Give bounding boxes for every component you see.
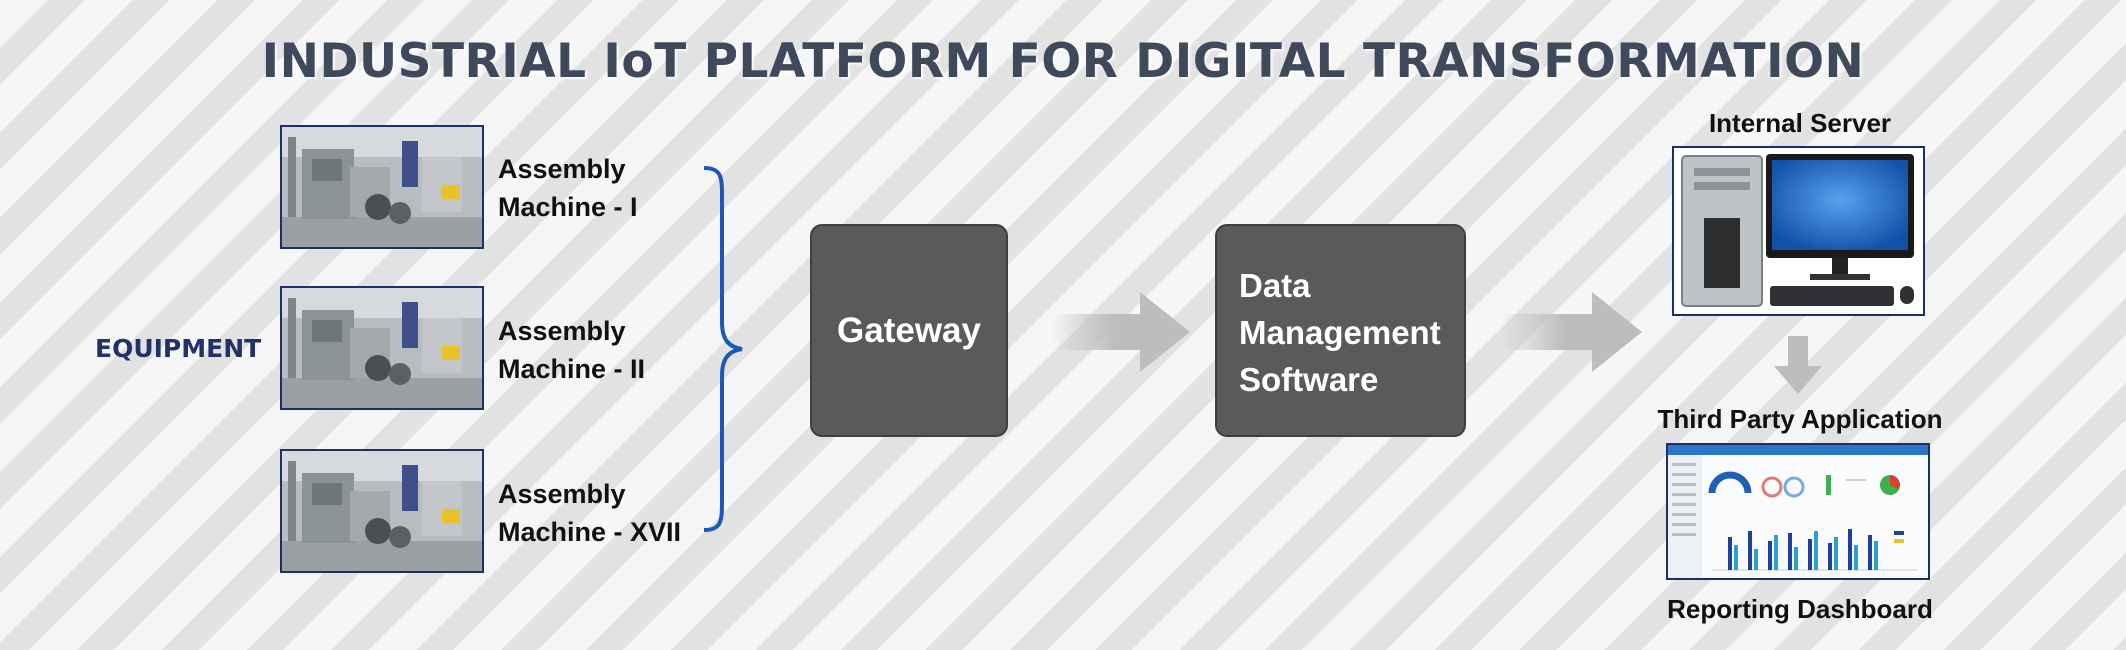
internal-server-image — [1672, 146, 1925, 316]
right-arrow-icon — [1052, 292, 1190, 372]
machine-photo-2 — [280, 286, 484, 410]
data-management-box: Data Management Software — [1215, 224, 1466, 437]
dms-label-line2: Management — [1239, 314, 1441, 351]
machine-photo-1 — [280, 125, 484, 249]
machine-label-line1: Assembly — [498, 479, 626, 509]
gateway-label: Gateway — [837, 310, 981, 350]
machine-label-2: Assembly Machine - II — [498, 312, 645, 388]
gateway-box: Gateway — [810, 224, 1008, 437]
machine-label-3: Assembly Machine - XVII — [498, 475, 681, 551]
machine-label-1: Assembly Machine - I — [498, 150, 638, 226]
page-title: INDUSTRIAL IoT PLATFORM FOR DIGITAL TRAN… — [261, 34, 1865, 89]
computer-icon — [1681, 154, 1914, 307]
machine-photo-3 — [280, 449, 484, 573]
equipment-label: EQUIPMENT — [95, 334, 262, 363]
down-arrow-icon — [1774, 336, 1822, 394]
reporting-dashboard-label: Reporting Dashboard — [1667, 594, 1933, 624]
machine-photo-icon — [282, 127, 482, 247]
machine-label-line2: Machine - II — [498, 354, 646, 384]
machine-label-line2: Machine - I — [498, 192, 638, 222]
third-party-label: Third Party Application — [1657, 404, 1943, 434]
machine-label-line1: Assembly — [498, 316, 626, 346]
machine-photo-icon — [282, 451, 482, 571]
dashboard-image — [1666, 443, 1930, 580]
curly-bracket-icon — [703, 166, 743, 532]
dashboard-screenshot-icon — [1668, 445, 1928, 578]
machine-photo-icon — [282, 288, 482, 408]
dms-label-line1: Data — [1239, 267, 1311, 304]
machine-label-line2: Machine - XVII — [498, 517, 682, 547]
right-arrow-icon — [1500, 292, 1642, 372]
dms-label-line3: Software — [1239, 361, 1379, 398]
machine-label-line1: Assembly — [498, 154, 626, 184]
internal-server-label: Internal Server — [1708, 108, 1892, 138]
